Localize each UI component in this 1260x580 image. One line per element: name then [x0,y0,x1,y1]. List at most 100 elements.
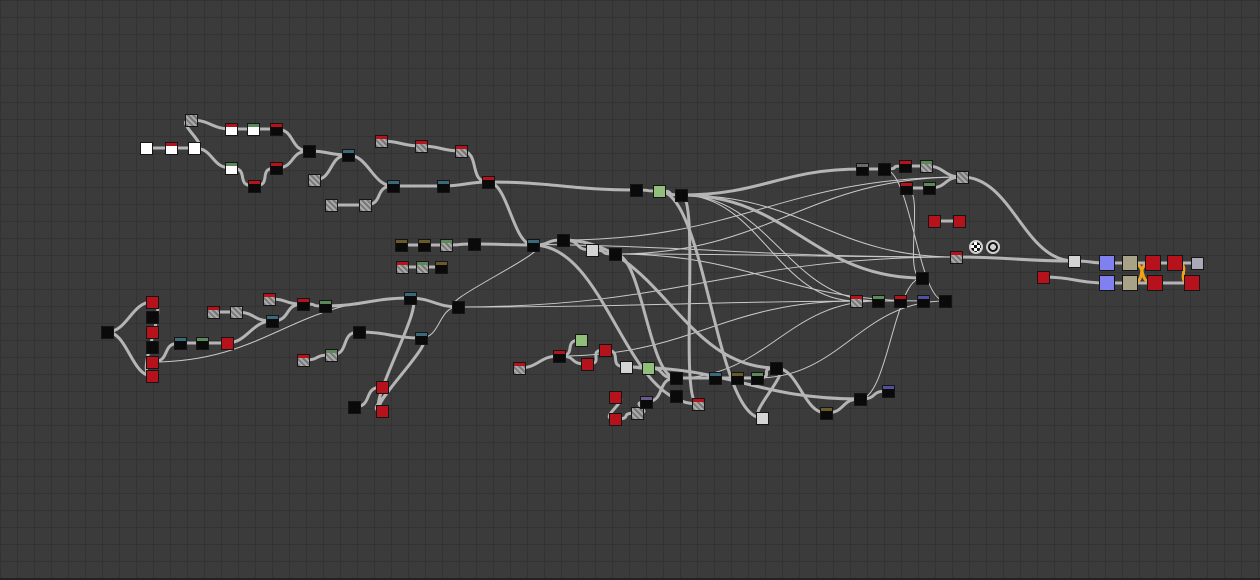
graph-node[interactable] [206,305,220,319]
graph-node[interactable] [849,294,863,308]
graph-node[interactable] [439,238,453,252]
graph-node[interactable] [347,400,361,414]
graph-node[interactable] [881,384,895,398]
graph-node[interactable] [898,159,912,173]
graph-node[interactable] [145,355,159,369]
graph-node[interactable] [755,411,769,425]
graph-node[interactable] [414,139,428,153]
graph-node[interactable] [224,161,238,175]
graph-node[interactable] [629,183,643,197]
graph-node[interactable] [417,238,431,252]
graph-node[interactable] [955,170,969,184]
graph-node[interactable] [669,389,683,403]
graph-node[interactable] [451,300,465,314]
graph-node[interactable] [608,412,622,426]
graph-node[interactable] [1099,255,1115,271]
graph-node[interactable] [220,336,234,350]
graph-node[interactable] [324,198,338,212]
graph-node[interactable] [922,181,936,195]
graph-node[interactable] [262,292,276,306]
graph-node[interactable] [374,134,388,148]
graph-node[interactable] [307,173,321,187]
graph-node[interactable] [352,325,366,339]
graph-node[interactable] [669,371,683,385]
graph-node[interactable] [247,179,261,193]
graph-node[interactable] [708,371,722,385]
graph-node[interactable] [296,353,310,367]
graph-node[interactable] [145,369,159,383]
graph-node[interactable] [415,260,429,274]
graph-node[interactable] [1145,255,1161,271]
graph-node[interactable] [619,360,633,374]
graph-node[interactable] [691,397,705,411]
graph-node[interactable] [269,161,283,175]
graph-node[interactable] [395,260,409,274]
3d-view-icon[interactable] [986,240,1000,254]
graph-node[interactable] [899,181,913,195]
graph-node[interactable] [434,260,448,274]
graph-node[interactable] [145,310,159,324]
graph-node[interactable] [552,349,566,363]
graph-node[interactable] [630,406,644,420]
checker-preview-icon[interactable] [969,240,983,254]
graph-node[interactable] [375,404,389,418]
graph-node[interactable] [927,214,941,228]
graph-node[interactable] [853,392,867,406]
graph-node[interactable] [341,148,355,162]
graph-node[interactable] [145,340,159,354]
graph-node[interactable] [100,325,114,339]
graph-node[interactable] [403,291,417,305]
graph-node[interactable] [324,348,338,362]
graph-node[interactable] [641,361,655,375]
graph-node[interactable] [608,247,622,261]
graph-node[interactable] [556,233,570,247]
graph-node[interactable] [949,250,963,264]
graph-node[interactable] [769,361,783,375]
graph-node[interactable] [358,198,372,212]
graph-node[interactable] [893,294,907,308]
graph-node[interactable] [145,295,159,309]
graph-node[interactable] [750,371,764,385]
graph-node[interactable] [871,294,885,308]
graph-node[interactable] [1122,255,1138,271]
graph-node[interactable] [224,122,238,136]
graph-node[interactable] [1067,254,1081,268]
graph-node[interactable] [819,406,833,420]
graph-node[interactable] [952,214,966,228]
graph-node[interactable] [877,162,891,176]
graph-node[interactable] [512,361,526,375]
graph-node[interactable] [454,144,468,158]
graph-node[interactable] [164,141,178,155]
graph-node[interactable] [375,380,389,394]
graph-node[interactable] [598,343,612,357]
graph-node[interactable] [302,144,316,158]
graph-node[interactable] [1184,275,1200,291]
graph-node[interactable] [139,141,153,155]
graph-node[interactable] [394,238,408,252]
graph-node[interactable] [938,294,952,308]
graph-node[interactable] [1147,275,1163,291]
graph-node[interactable] [919,159,933,173]
graph-node[interactable] [414,331,428,345]
graph-node[interactable] [574,333,588,347]
graph-node[interactable] [246,122,260,136]
graph-node[interactable] [229,305,243,319]
graph-node[interactable] [1036,270,1050,284]
graph-node[interactable] [674,188,688,202]
graph-node[interactable] [481,175,495,189]
graph-node[interactable] [526,238,540,252]
graph-node[interactable] [608,390,622,404]
graph-node[interactable] [580,357,594,371]
graph-node[interactable] [652,184,666,198]
graph-node[interactable] [265,314,279,328]
graph-node[interactable] [855,162,869,176]
graph-node[interactable] [1190,256,1204,270]
graph-node[interactable] [916,294,930,308]
graph-node[interactable] [639,395,653,409]
graph-node[interactable] [467,237,481,251]
graph-node[interactable] [296,297,310,311]
graph-node[interactable] [1099,275,1115,291]
graph-node[interactable] [1167,255,1183,271]
graph-node[interactable] [184,113,198,127]
